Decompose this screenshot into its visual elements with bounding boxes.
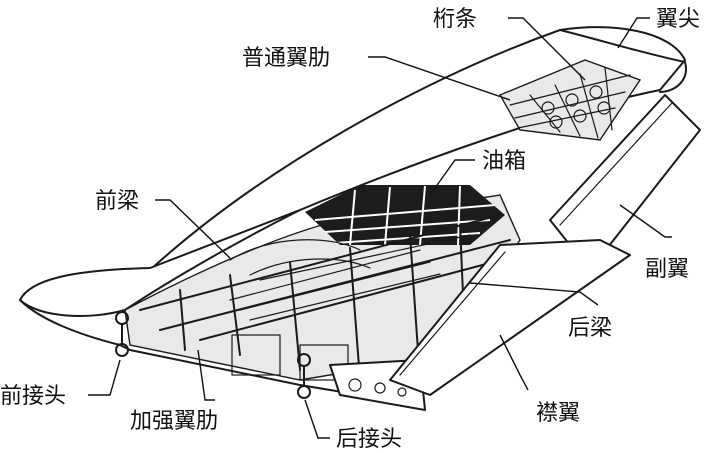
rear-spar-holes	[348, 378, 407, 397]
front-joint-fittings	[115, 311, 129, 357]
label-fuel-tank: 油箱	[482, 149, 526, 174]
label-rear-spar: 后梁	[568, 316, 612, 341]
inner-structure	[139, 214, 521, 381]
label-flap: 襟翼	[536, 401, 580, 426]
label-front-spar: 前梁	[95, 189, 139, 214]
rear-joint-fittings	[297, 353, 311, 399]
lower-contour	[19, 299, 421, 406]
outboard-grid	[509, 67, 631, 139]
flap-surface	[389, 239, 631, 396]
label-stringer: 桁条	[433, 7, 477, 32]
label-normal-rib: 普通翼肋	[242, 46, 330, 71]
label-reinforced-rib: 加强翼肋	[130, 409, 218, 434]
label-wing-tip: 翼尖	[656, 7, 700, 32]
label-aileron: 副翼	[645, 257, 689, 282]
label-rear-joint: 后接头	[336, 427, 402, 452]
label-front-joint: 前接头	[0, 384, 66, 409]
wing-tip	[559, 29, 687, 93]
fuel-tank-grid	[314, 185, 496, 246]
leader-lines	[88, 17, 672, 439]
leading-edge	[19, 209, 301, 317]
